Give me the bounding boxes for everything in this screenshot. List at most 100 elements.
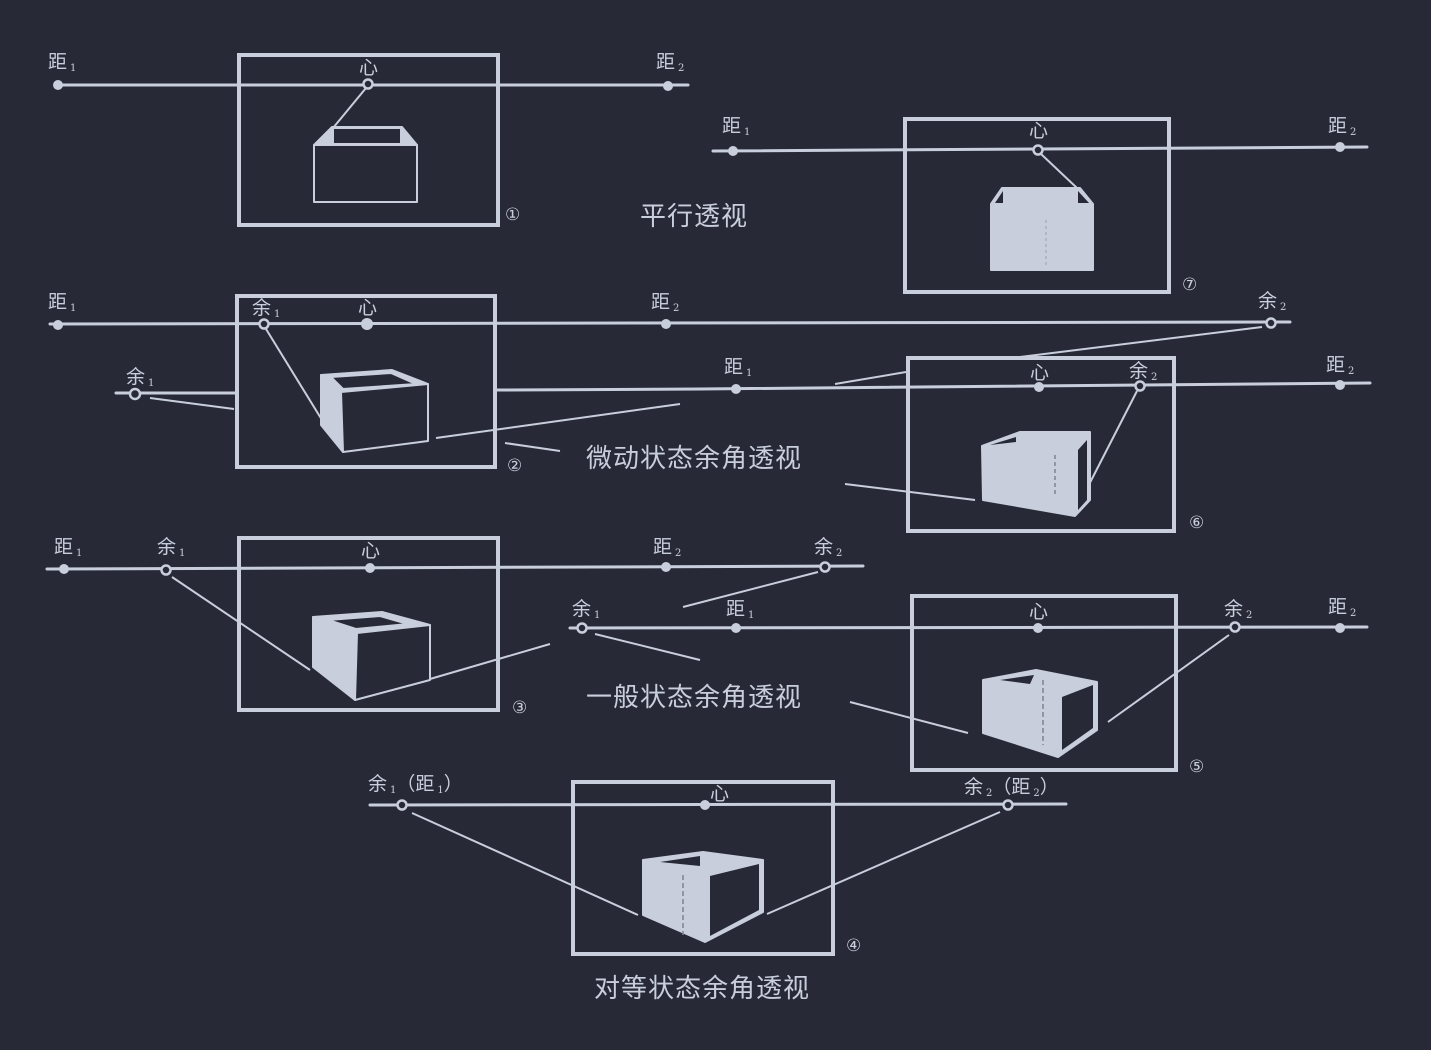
- horizon-line-low-right: [495, 387, 702, 392]
- distance-point-1: [731, 384, 741, 394]
- distance-point-2: [661, 562, 671, 572]
- figure-number-4: ④: [846, 936, 862, 956]
- vanishing-line: [849, 701, 969, 734]
- caption-equal-angular-perspective: 对等状态余角透视: [594, 974, 811, 1004]
- vanishing-line: [429, 643, 551, 680]
- distance-point-2: [1335, 623, 1345, 633]
- vanishing-line: [435, 403, 681, 439]
- center-point: [1032, 144, 1044, 156]
- figure-number-7: ⑦: [1182, 275, 1198, 295]
- vanishing-line: [594, 633, 701, 661]
- cube-equal: [642, 851, 764, 943]
- vanishing-line: [149, 397, 235, 410]
- remainder-point-2-upper: [1265, 317, 1277, 329]
- vanishing-line: [171, 576, 311, 671]
- caption-slight-angular-perspective: 微动状态余角透视: [586, 444, 803, 474]
- figure-number-6: ⑥: [1189, 513, 1205, 533]
- picture-frame: [906, 356, 1176, 533]
- label-center: 心: [1029, 120, 1049, 142]
- figure-5: [568, 594, 1369, 772]
- vanishing-line: [265, 328, 323, 421]
- figure-6: [698, 317, 1372, 533]
- picture-frame: [910, 594, 1178, 772]
- picture-frame: [903, 117, 1171, 294]
- cube-slight-filled: [981, 431, 1091, 517]
- remainder-point-1-lower: [128, 387, 142, 401]
- distance-point-1: [53, 320, 63, 330]
- distance-point-2: [661, 319, 671, 329]
- remainder-point-1: [160, 564, 172, 576]
- vanishing-line: [834, 371, 907, 385]
- figure-number-5: ⑤: [1189, 757, 1205, 777]
- figure-number-3: ③: [512, 698, 528, 718]
- center-point: [1034, 382, 1044, 392]
- vanishing-line: [1019, 326, 1263, 358]
- distance-point-2: [663, 81, 673, 91]
- cube-slight: [320, 369, 429, 453]
- figure-2: [48, 294, 1292, 469]
- vanishing-line: [766, 811, 1001, 915]
- cube-general: [312, 611, 431, 701]
- remainder-point-2: [1134, 380, 1146, 392]
- label-center: 心: [361, 540, 381, 562]
- distance-point-1: [731, 623, 741, 633]
- caption-parallel-perspective: 平行透视: [640, 202, 749, 232]
- distance-point-1: [53, 80, 63, 90]
- horizon-line: [368, 802, 1068, 807]
- label-center: 心: [1030, 362, 1050, 384]
- figure-7: [711, 117, 1369, 294]
- center-point: [700, 800, 710, 810]
- vanishing-line: [332, 87, 367, 129]
- label-center: 心: [358, 297, 378, 319]
- picture-frame: [235, 294, 497, 469]
- center-point: [1033, 623, 1043, 633]
- vanishing-line: [411, 812, 639, 916]
- vanishing-line: [1107, 634, 1230, 723]
- leader-line: [504, 442, 561, 452]
- figure-number-1: ①: [505, 205, 521, 225]
- picture-frame: [571, 780, 835, 956]
- center-point: [362, 78, 374, 90]
- distance-point-1: [59, 564, 69, 574]
- distance-point-1: [728, 146, 738, 156]
- figure-4: [368, 780, 1068, 956]
- remainder-point-2: [1229, 621, 1241, 633]
- cube-parallel: [313, 126, 418, 203]
- figure-3: [45, 536, 865, 712]
- cube-general-filled: [982, 669, 1098, 758]
- remainder-point-1: [396, 799, 408, 811]
- figure-number-2: ②: [507, 456, 523, 476]
- horizon-line: [45, 564, 865, 571]
- picture-frame: [237, 536, 500, 712]
- label-center: 心: [359, 57, 379, 79]
- remainder-point-2: [819, 561, 831, 573]
- vanishing-line: [844, 483, 976, 501]
- caption-general-angular-perspective: 一般状态余角透视: [586, 683, 803, 713]
- center-point: [361, 318, 373, 330]
- picture-frame: [237, 53, 500, 227]
- vanishing-line: [682, 571, 819, 608]
- label-center: 心: [710, 783, 730, 805]
